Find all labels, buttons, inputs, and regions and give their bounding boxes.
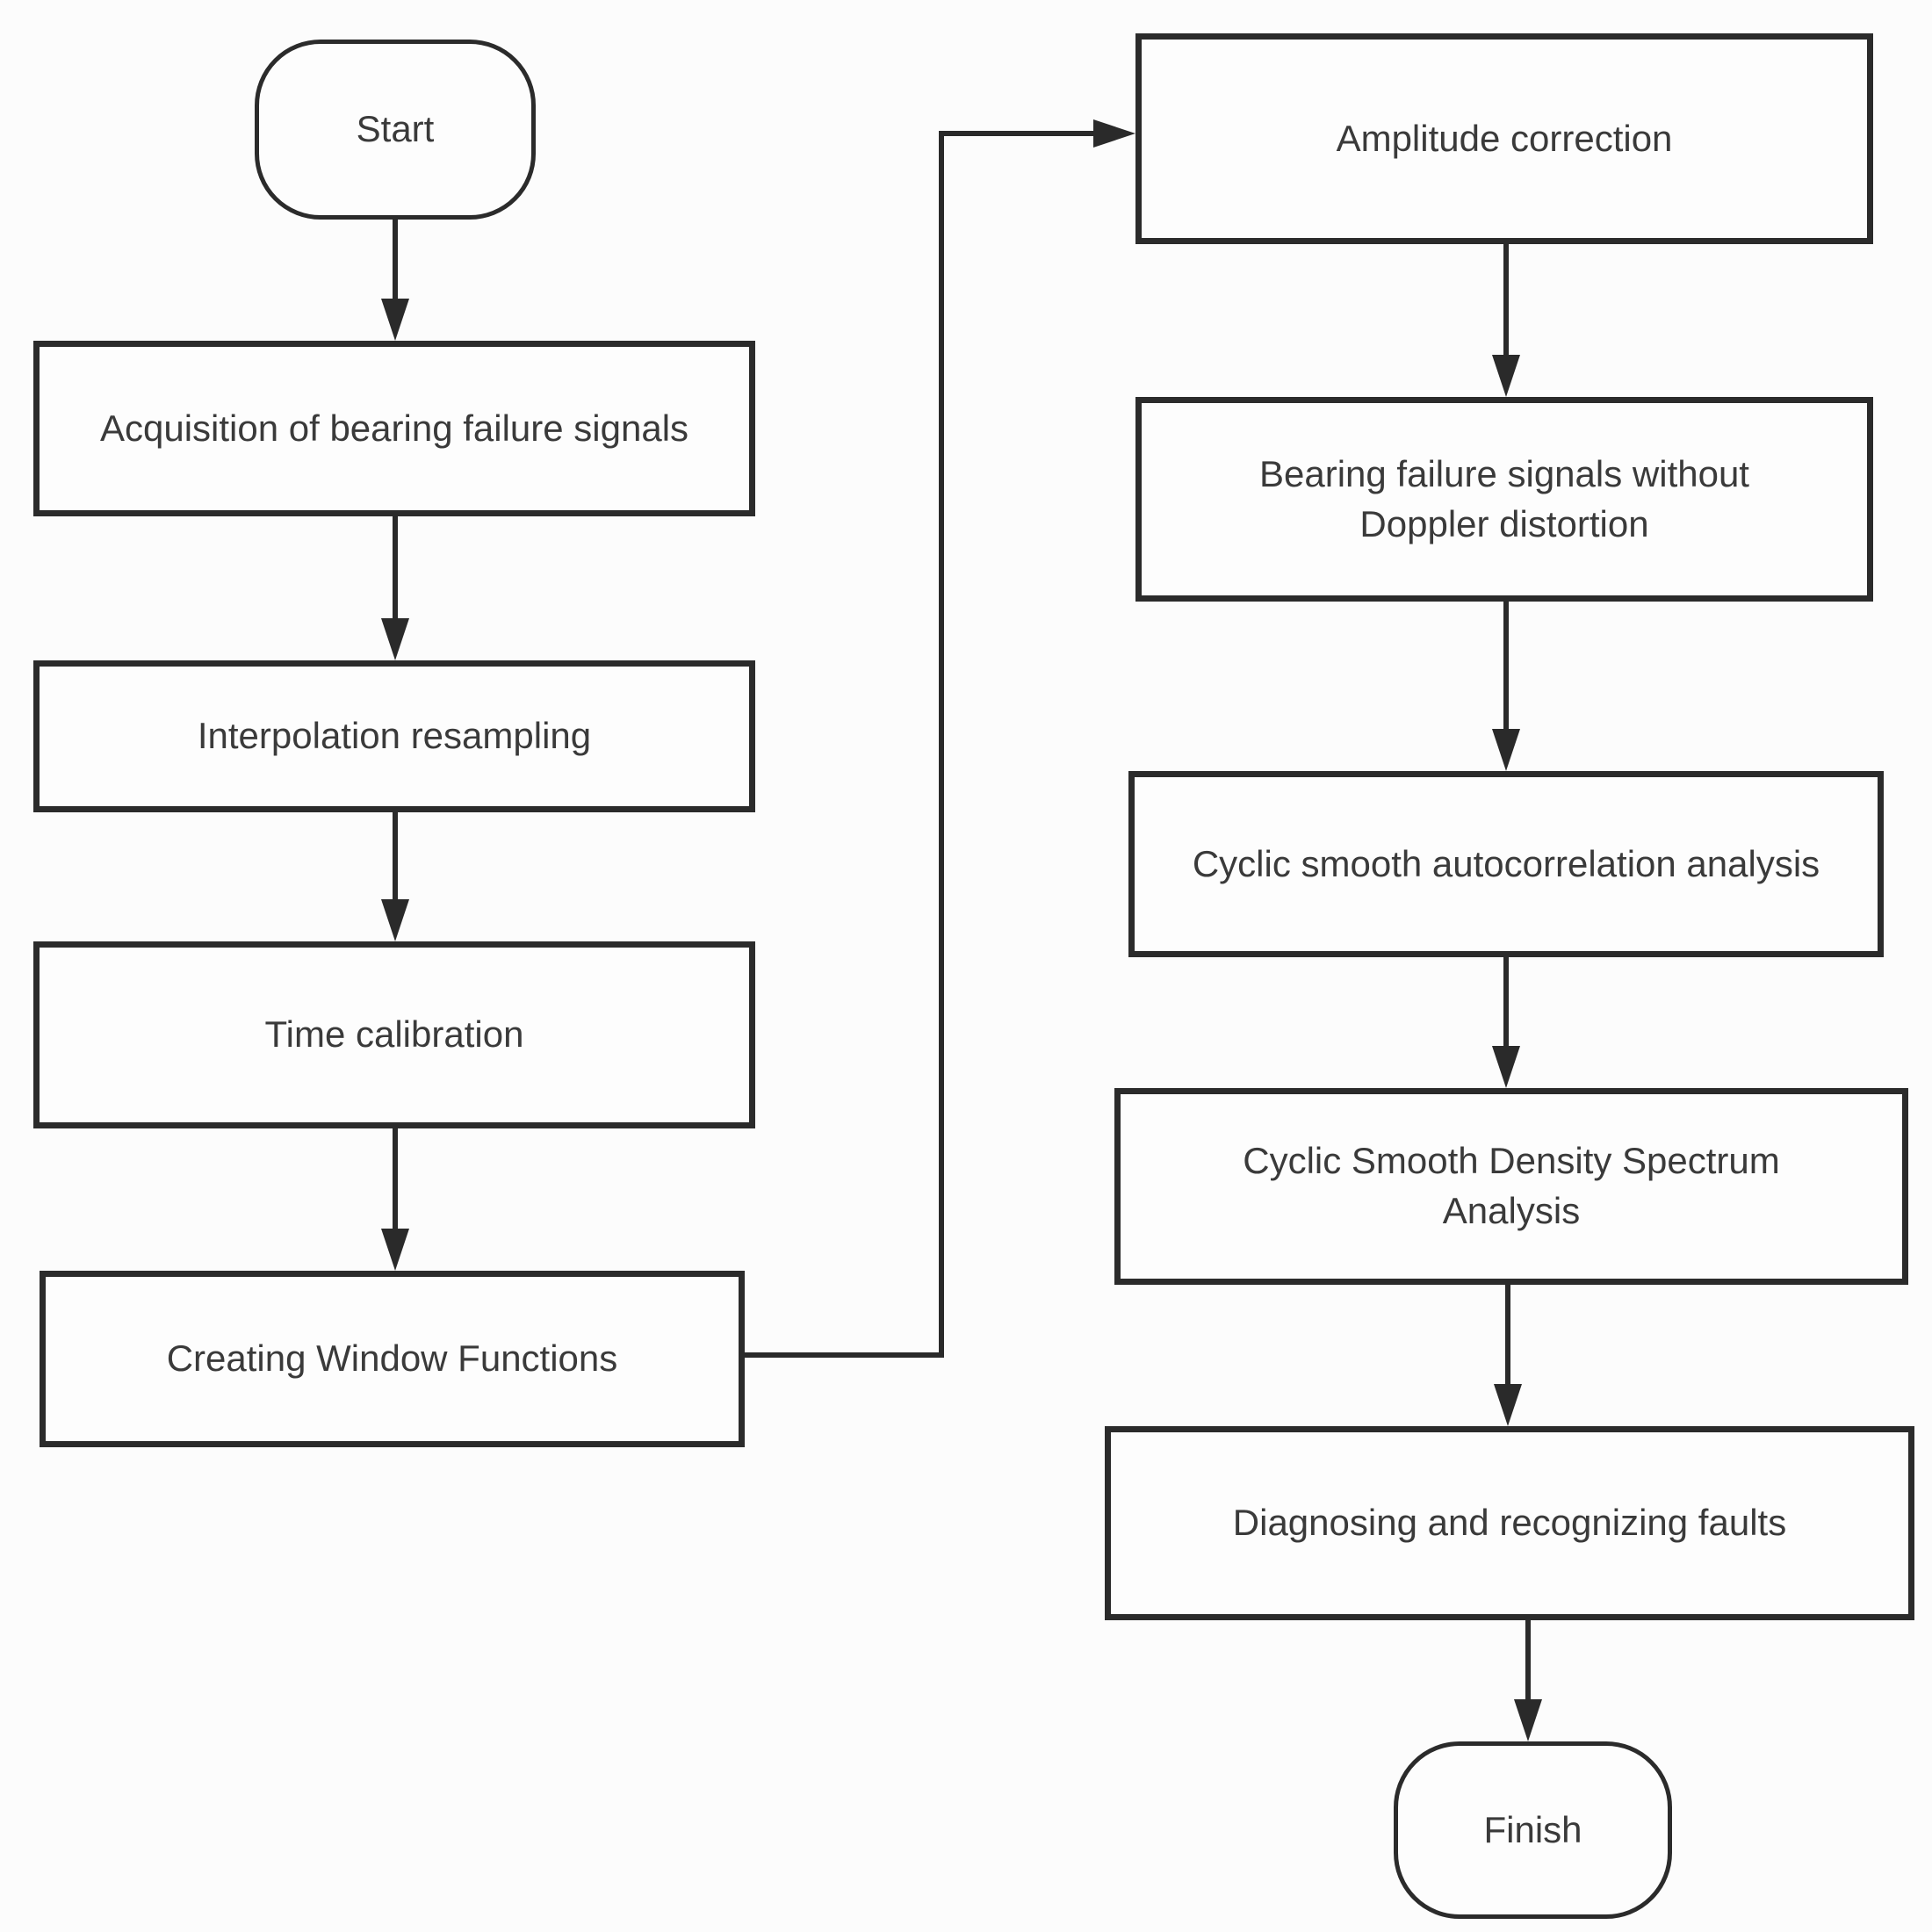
edge-time-window-arrowhead <box>381 1229 409 1271</box>
interpolation-label: Interpolation resampling <box>197 715 592 757</box>
edge-acquisition-interpolation-arrowhead <box>381 618 409 660</box>
finish-node: Finish <box>1394 1741 1672 1919</box>
edge-doppler-autocorrelation-arrowhead <box>1492 729 1520 771</box>
edge-interpolation-time-arrowhead <box>381 899 409 941</box>
start-node: Start <box>255 40 536 220</box>
edge-autocorrelation-density-arrowhead <box>1492 1046 1520 1088</box>
amplitude-correction-label: Amplitude correction <box>1336 117 1673 159</box>
density-spectrum-box: Cyclic Smooth Density Spectrum Analysis <box>1114 1088 1908 1285</box>
doppler-free-box: Bearing failure signals without Doppler … <box>1135 397 1873 602</box>
creating-window-box: Creating Window Functions <box>40 1271 745 1447</box>
start-label: Start <box>356 108 435 150</box>
edge-window-amplitude-line <box>745 131 1095 1358</box>
interpolation-box: Interpolation resampling <box>33 660 755 812</box>
acquisition-box: Acquisition of bearing failure signals <box>33 341 755 516</box>
autocorrelation-label: Cyclic smooth autocorrelation analysis <box>1192 842 1820 884</box>
density-spectrum-label: Cyclic Smooth Density Spectrum Analysis <box>1243 1140 1780 1231</box>
edge-diagnosis-finish-arrowhead <box>1514 1699 1542 1741</box>
time-calibration-box: Time calibration <box>33 941 755 1128</box>
diagnosis-box: Diagnosing and recognizing faults <box>1105 1426 1914 1620</box>
doppler-free-label: Bearing failure signals without Doppler … <box>1259 452 1749 544</box>
autocorrelation-box: Cyclic smooth autocorrelation analysis <box>1128 771 1884 957</box>
edge-start-acquisition-arrowhead <box>381 299 409 341</box>
acquisition-label: Acquisition of bearing failure signals <box>99 407 689 449</box>
edge-amplitude-doppler-arrowhead <box>1492 355 1520 397</box>
edge-density-diagnosis-arrowhead <box>1494 1384 1522 1426</box>
creating-window-label: Creating Window Functions <box>166 1337 618 1380</box>
diagnosis-label: Diagnosing and recognizing faults <box>1232 1502 1787 1544</box>
finish-label: Finish <box>1483 1808 1582 1850</box>
amplitude-correction-box: Amplitude correction <box>1135 33 1873 244</box>
time-calibration-label: Time calibration <box>264 1013 524 1056</box>
edge-window-amplitude-arrowhead <box>1093 119 1135 148</box>
